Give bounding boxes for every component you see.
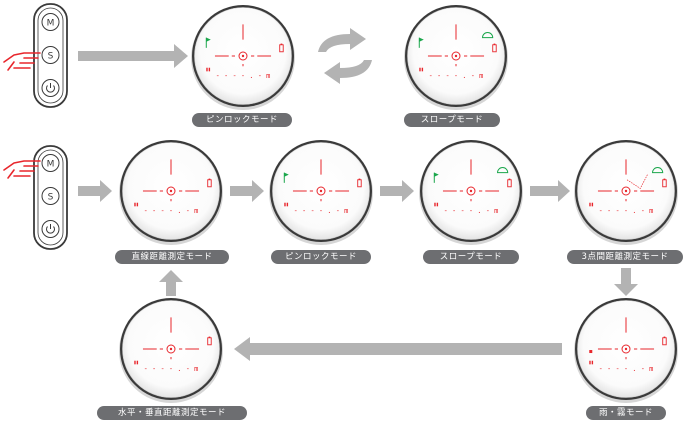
arrow-right <box>78 180 112 202</box>
viewfinder-rain-fog: - - - - . - m <box>574 298 678 403</box>
label-three-point-mode: 3点間距離測定モード <box>567 250 683 264</box>
viewfinder-horizontal-vertical: - - - - . - m <box>119 298 223 403</box>
arrow-down <box>614 268 638 296</box>
unit-indicator-icon <box>206 67 211 72</box>
flag-icon <box>433 172 439 183</box>
battery-icon <box>662 178 667 188</box>
pointing-hand-icon <box>3 52 41 71</box>
unit-indicator-icon <box>134 202 139 207</box>
crosshair-reticle-icon <box>427 24 485 67</box>
crosshair-reticle-icon <box>442 159 500 202</box>
label-rain-fog-mode: 雨・霧モード <box>586 406 666 420</box>
pointing-hand-icon <box>3 160 41 179</box>
crosshair-reticle-icon <box>292 159 350 202</box>
battery-icon <box>207 178 212 188</box>
arrow-left <box>234 337 562 361</box>
viewfinder-slope-top: - - - - . - m <box>404 5 508 110</box>
three-point-icon <box>626 174 648 189</box>
arrow-up <box>159 270 183 296</box>
flow-arrows <box>78 28 638 361</box>
distance-readout: - - - - . - m <box>144 365 199 373</box>
distance-readout: - - - - . - m <box>444 207 499 215</box>
label-pin-lock-mode-top: ピンロックモード <box>192 113 292 127</box>
device-middle: M S <box>3 145 68 250</box>
distance-readout: - - - - . - m <box>429 72 484 80</box>
arrow-right <box>380 180 414 202</box>
unit-indicator-icon <box>589 202 594 207</box>
s-button[interactable]: S <box>41 46 60 64</box>
power-icon <box>46 83 55 93</box>
distance-readout: - - - - . - m <box>144 207 199 215</box>
distance-readout: - - - - . - m <box>294 207 349 215</box>
label-horizontal-vertical-mode: 水平・垂直距離測定モード <box>97 406 247 420</box>
m-button[interactable]: M <box>41 13 60 31</box>
unit-indicator-icon <box>434 202 439 207</box>
label-pin-lock-mode: ピンロックモード <box>271 250 371 264</box>
viewfinder-pin-lock: - - - - . - m <box>269 140 373 245</box>
arrow-right <box>78 44 188 68</box>
unit-indicator-icon <box>419 67 424 72</box>
s-button[interactable]: S <box>41 187 60 205</box>
power-button[interactable] <box>41 79 60 97</box>
rain-icon <box>589 350 593 354</box>
svg-text:S: S <box>48 193 54 203</box>
svg-text:M: M <box>47 160 55 170</box>
viewfinder-slope: - - - - . - m <box>419 140 523 245</box>
power-icon <box>46 224 55 234</box>
arrow-right <box>230 180 264 202</box>
distance-readout: - - - - . - m <box>216 72 271 80</box>
flag-icon <box>205 37 211 48</box>
label-straight-distance-mode: 直線距離測定モード <box>115 250 229 264</box>
m-button[interactable]: M <box>41 154 60 172</box>
unit-indicator-icon <box>284 202 289 207</box>
unit-indicator-icon <box>134 360 139 365</box>
slope-icon <box>482 32 494 39</box>
battery-icon <box>357 178 362 188</box>
distance-readout: - - - - . - m <box>599 207 654 215</box>
flag-icon <box>418 37 424 48</box>
cycle-arrows-icon <box>318 28 372 84</box>
label-slope-mode: スロープモード <box>423 250 519 264</box>
crosshair-reticle-icon <box>597 159 655 202</box>
flag-icon <box>283 172 289 183</box>
svg-text:M: M <box>47 19 55 29</box>
crosshair-reticle-icon <box>142 317 200 360</box>
battery-icon <box>279 43 284 53</box>
unit-indicator-icon <box>589 360 594 365</box>
viewfinder-pin-lock-top: - - - - . - m <box>191 5 295 110</box>
arrow-right <box>530 180 570 202</box>
battery-icon <box>662 336 667 346</box>
device-top: M S <box>3 3 68 108</box>
power-button[interactable] <box>41 220 60 238</box>
svg-text:S: S <box>48 52 54 62</box>
crosshair-reticle-icon <box>142 159 200 202</box>
battery-icon <box>492 43 497 53</box>
crosshair-reticle-icon <box>597 317 655 360</box>
battery-icon <box>507 178 512 188</box>
battery-icon <box>207 336 212 346</box>
label-slope-mode-top: スロープモード <box>404 113 500 127</box>
crosshair-reticle-icon <box>214 24 272 67</box>
slope-icon <box>652 167 664 174</box>
viewfinder-three-point: - - - - . - m <box>574 140 678 245</box>
distance-readout: - - - - . - m <box>599 365 654 373</box>
slope-icon <box>497 167 509 174</box>
viewfinder-straight-distance: - - - - . - m <box>119 140 223 245</box>
